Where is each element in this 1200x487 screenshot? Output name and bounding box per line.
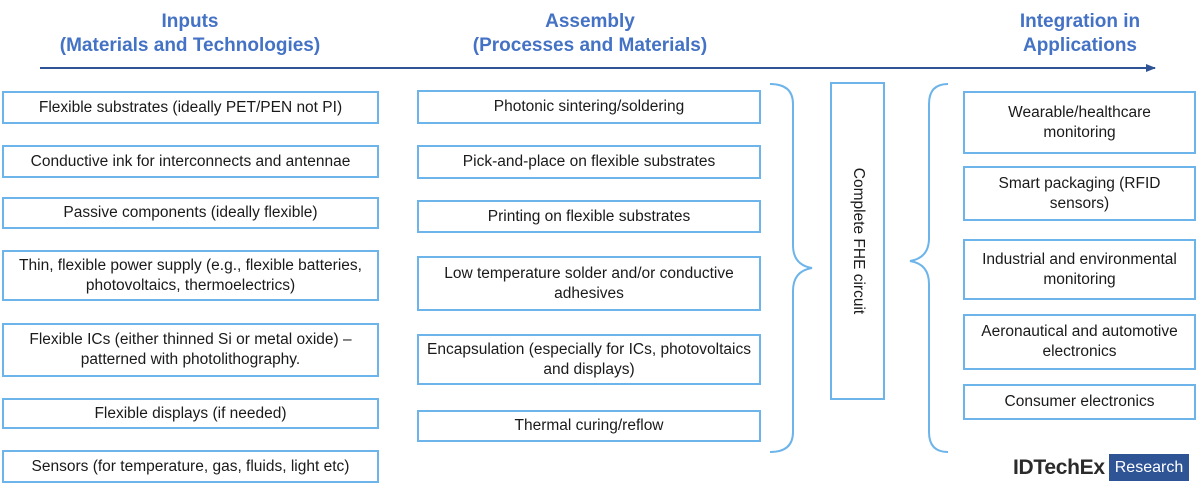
logo-tag: Research [1108, 454, 1190, 481]
logo-name: IDTechEx [1013, 456, 1105, 479]
right-brace [769, 83, 813, 453]
idtechex-logo: IDTechEx Research [1013, 454, 1190, 481]
heading-inputs: Inputs (Materials and Technologies) [40, 10, 340, 58]
heading-assembly: Assembly (Processes and Materials) [440, 10, 740, 58]
assembly-pick-and-place: Pick-and-place on flexible substrates [417, 145, 761, 179]
input-power-supply: Thin, flexible power supply (e.g., flexi… [2, 250, 379, 301]
app-aeronautical: Aeronautical and automotive electronics [963, 314, 1196, 370]
left-brace [909, 83, 949, 453]
complete-fhe-circuit-box: Complete FHE circuit [830, 82, 885, 400]
app-industrial: Industrial and environmental monitoring [963, 239, 1196, 300]
assembly-low-temp-solder: Low temperature solder and/or conductive… [417, 256, 761, 311]
input-flexible-displays: Flexible displays (if needed) [2, 398, 379, 429]
input-conductive-ink: Conductive ink for interconnects and ant… [2, 145, 379, 178]
app-consumer: Consumer electronics [963, 384, 1196, 420]
assembly-photonic-sintering: Photonic sintering/soldering [417, 90, 761, 124]
assembly-thermal-curing: Thermal curing/reflow [417, 410, 761, 442]
input-flexible-ics: Flexible ICs (either thinned Si or metal… [2, 323, 379, 377]
app-smart-packaging: Smart packaging (RFID sensors) [963, 166, 1196, 221]
complete-fhe-circuit-label: Complete FHE circuit [849, 167, 867, 315]
heading-integration-subtitle: Applications [1022, 35, 1137, 56]
heading-assembly-subtitle: (Processes and Materials) [472, 35, 708, 56]
heading-integration: Integration in Applications [980, 10, 1180, 58]
assembly-printing: Printing on flexible substrates [417, 200, 761, 233]
heading-inputs-title: Inputs [161, 11, 219, 32]
app-wearable: Wearable/healthcare monitoring [963, 91, 1196, 154]
heading-integration-title: Integration in [1019, 11, 1141, 32]
input-sensors: Sensors (for temperature, gas, fluids, l… [2, 450, 379, 483]
heading-inputs-subtitle: (Materials and Technologies) [59, 35, 321, 56]
input-flexible-substrates: Flexible substrates (ideally PET/PEN not… [2, 91, 379, 124]
assembly-encapsulation: Encapsulation (especially for ICs, photo… [417, 334, 761, 385]
heading-assembly-title: Assembly [545, 11, 635, 32]
input-passive-components: Passive components (ideally flexible) [2, 197, 379, 229]
